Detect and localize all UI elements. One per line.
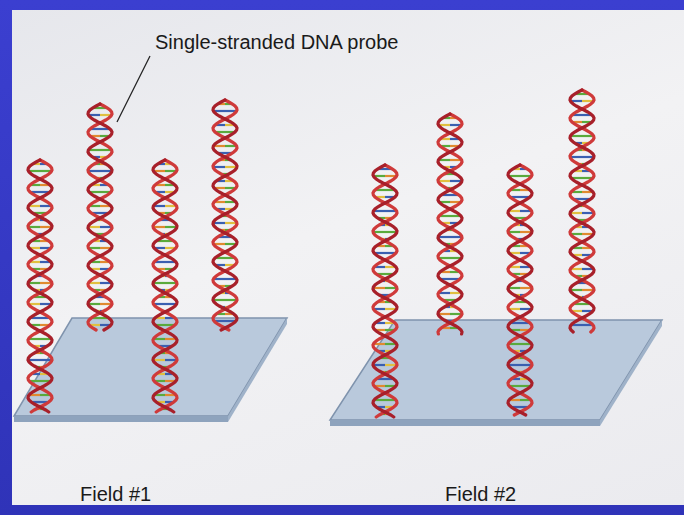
dna-strand bbox=[28, 160, 52, 412]
backbone bbox=[153, 160, 177, 412]
page-ground bbox=[12, 10, 684, 505]
backbone bbox=[88, 104, 112, 330]
leader-line bbox=[117, 56, 150, 122]
slide-edge bbox=[330, 420, 600, 426]
backbone bbox=[28, 160, 52, 412]
backbone bbox=[570, 90, 594, 332]
backbone bbox=[28, 160, 52, 412]
slide-edge bbox=[14, 416, 228, 422]
backbone bbox=[373, 165, 397, 417]
slide-edge bbox=[228, 318, 287, 422]
backbone bbox=[508, 165, 532, 415]
backbone bbox=[373, 165, 397, 417]
backbone bbox=[213, 100, 237, 330]
dna-strand bbox=[213, 100, 237, 330]
field-label: Field #2 bbox=[445, 482, 516, 506]
dna-strand bbox=[508, 165, 532, 415]
slide-edge bbox=[600, 320, 662, 426]
backbone bbox=[88, 104, 112, 330]
backbone bbox=[508, 165, 532, 415]
callout-label: Single-stranded DNA probe bbox=[155, 30, 398, 54]
backbone bbox=[570, 90, 594, 332]
dna-strand bbox=[153, 160, 177, 412]
field-label: Field #1 bbox=[80, 482, 151, 506]
backbone bbox=[153, 160, 177, 412]
dna-strand bbox=[373, 165, 397, 417]
dna-strand bbox=[570, 90, 594, 332]
dna-strand bbox=[438, 114, 462, 334]
glass-slide bbox=[14, 318, 287, 416]
backbone bbox=[213, 100, 237, 330]
backbone bbox=[438, 114, 462, 334]
backbone bbox=[438, 114, 462, 334]
dna-strand bbox=[88, 104, 112, 330]
